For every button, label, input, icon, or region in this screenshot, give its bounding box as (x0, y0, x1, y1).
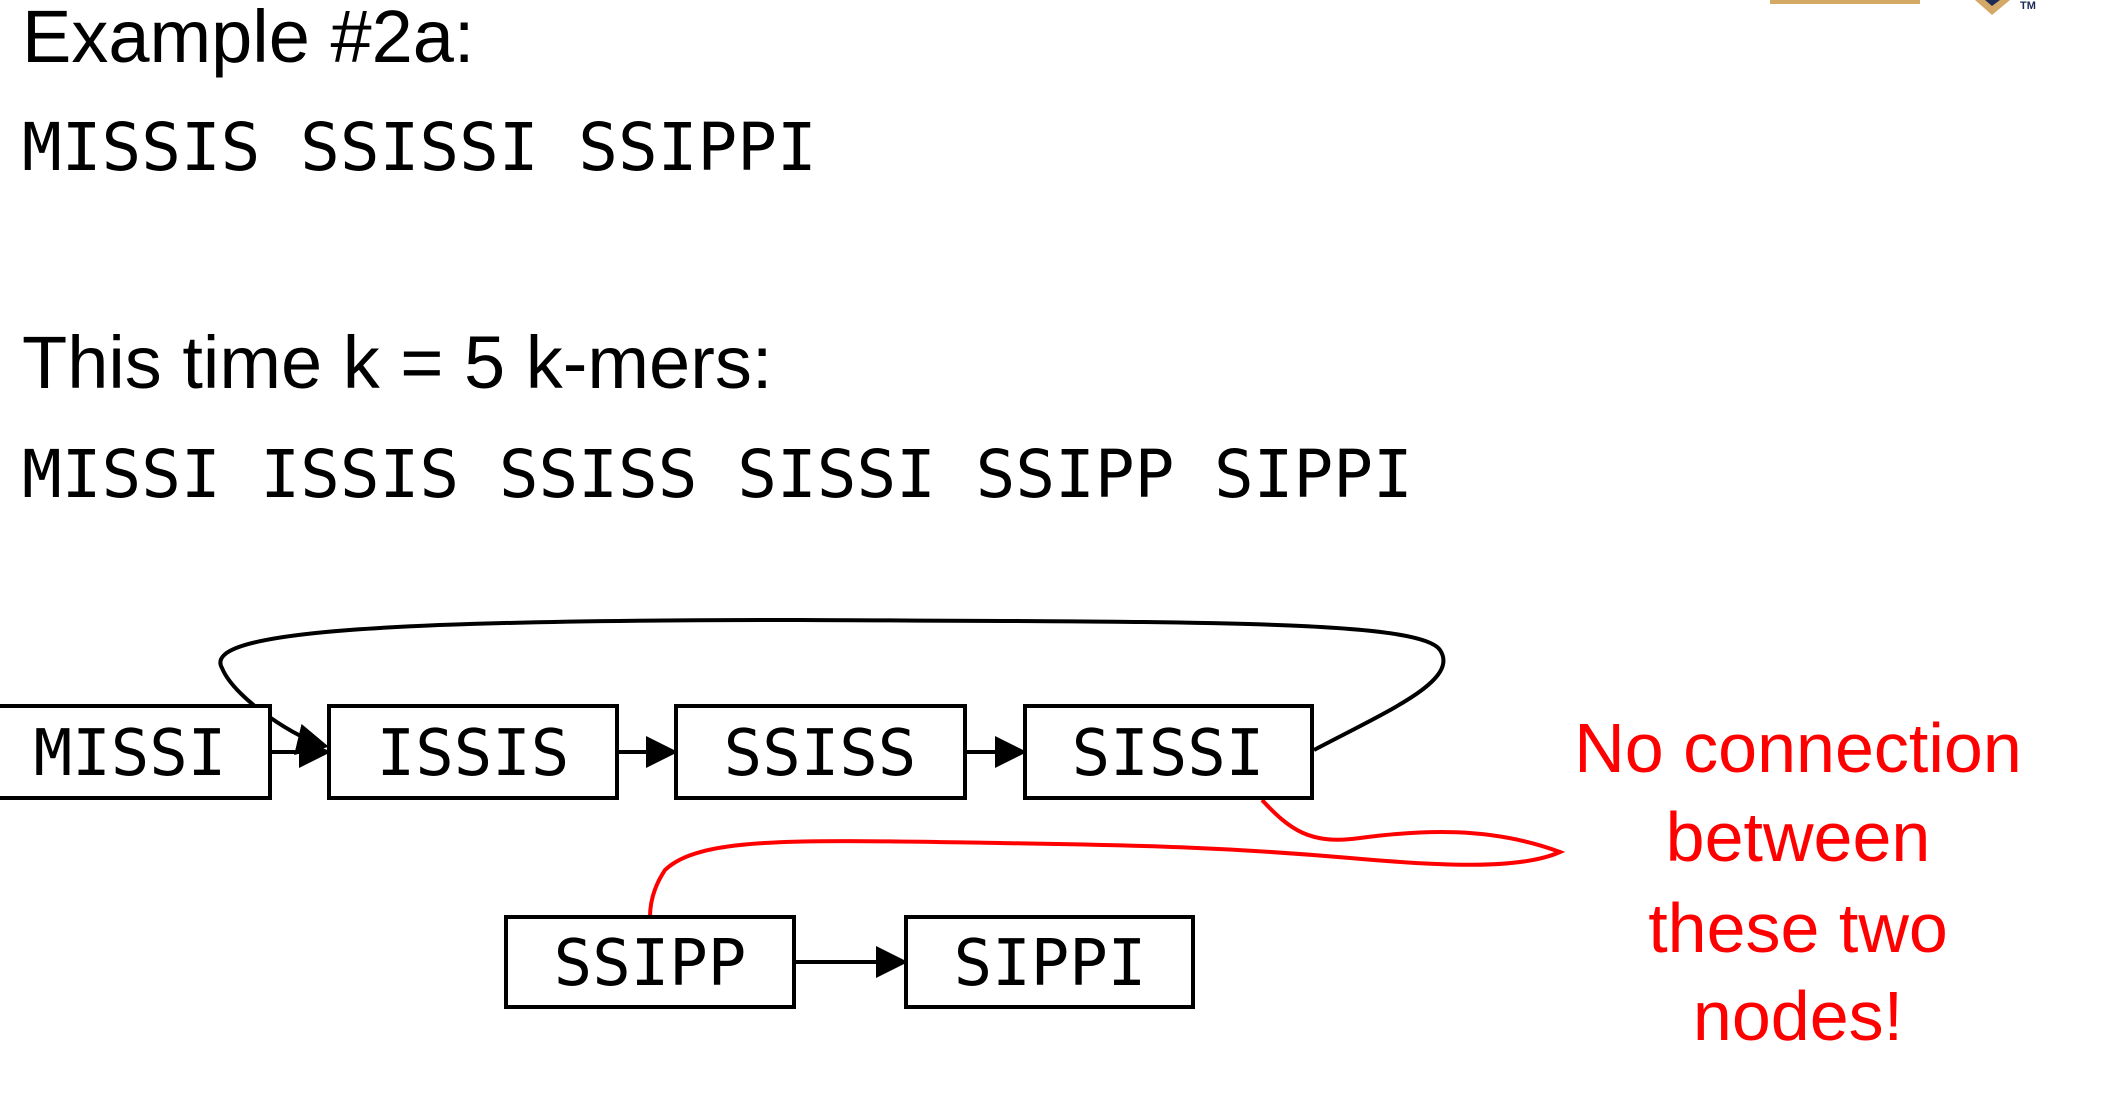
annotation-text: No connection between these two nodes! (1574, 709, 2022, 1055)
annotation-line: these two (1648, 889, 1948, 967)
svg-text:SIPPI: SIPPI (954, 927, 1147, 1001)
svg-text:SSISS: SSISS (724, 717, 917, 791)
annotation-line: nodes! (1693, 977, 1903, 1055)
annotation-curve (648, 798, 1566, 918)
node-sippi: SIPPI (904, 915, 1195, 1009)
node-ssiss: SSISS (674, 704, 967, 800)
node-issis: ISSIS (327, 704, 619, 800)
kmers-text: MISSI ISSIS SSISS SISSI SSIPP SIPPI (22, 436, 1413, 513)
svg-text:SISSI: SISSI (1072, 717, 1265, 791)
subtitle: This time k = 5 k-mers: (22, 321, 772, 404)
node-ssipp: SSIPP (504, 915, 796, 1009)
logo: TM (1770, 0, 2036, 15)
annotation-line: No connection (1574, 709, 2022, 787)
node-sissi: SISSI (1023, 704, 1314, 800)
svg-text:SSIPP: SSIPP (554, 927, 747, 1001)
slide-title: Example #2a: (22, 0, 475, 78)
trademark-text: TM (2020, 0, 2036, 12)
annotation-line: between (1666, 798, 1931, 876)
node-missi: MISSI (0, 704, 272, 800)
sequence-text: MISSIS SSISSI SSIPPI (22, 109, 817, 186)
svg-text:ISSIS: ISSIS (377, 717, 570, 791)
edge-sissi-issis-loop (218, 617, 1446, 755)
svg-text:MISSI: MISSI (34, 717, 227, 791)
